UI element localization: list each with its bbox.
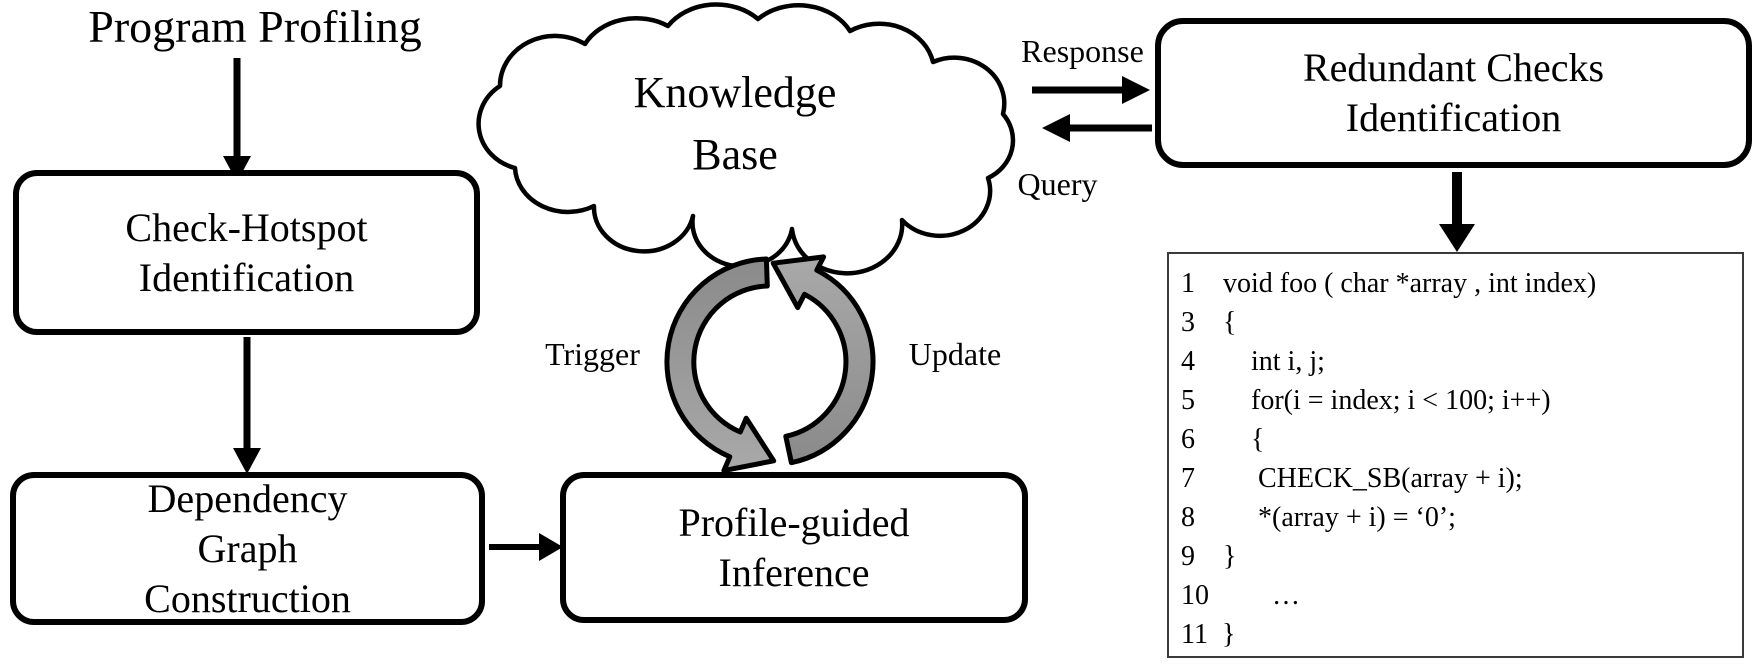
code-line: 10 …	[1181, 580, 1300, 611]
node-label-line: Construction	[144, 575, 351, 621]
code-line: 3 {	[1181, 307, 1237, 338]
node-check-hotspot-identification: Check-Hotspot Identification	[13, 170, 480, 335]
node-label-line: Profile-guided	[678, 499, 910, 545]
edge-label-response: Response	[1021, 33, 1144, 69]
arrow-redundant-to-code	[1439, 172, 1475, 252]
code-line: 11 }	[1181, 619, 1236, 650]
arrow-response	[1032, 76, 1150, 104]
code-line: 8 *(array + i) = ‘0’;	[1181, 502, 1456, 533]
node-label-line: Check-Hotspot	[125, 204, 368, 250]
code-line: 4 int i, j;	[1181, 346, 1325, 377]
arrow-dependency-to-inference	[489, 533, 563, 561]
node-profile-guided-inference: Profile-guided Inference	[560, 472, 1028, 623]
edge-label-trigger: Trigger	[545, 336, 640, 372]
node-label-line: Graph	[197, 525, 298, 571]
knowledge-base-label: Knowledge Base	[575, 62, 895, 186]
code-line: 1 void foo ( char *array , int index)	[1181, 268, 1597, 299]
arrow-profiling-to-checkhotspot	[223, 58, 251, 182]
node-label-line: Identification	[1345, 95, 1562, 140]
node-dependency-graph-construction: Dependency Graph Construction	[10, 472, 485, 625]
code-line: 7 CHECK_SB(array + i);	[1181, 463, 1523, 494]
node-label-line: Redundant Checks	[1302, 45, 1605, 90]
node-redundant-checks-identification: Redundant Checks Identification	[1155, 18, 1752, 168]
node-label-line: Identification	[138, 254, 355, 300]
edge-label-update: Update	[908, 336, 1002, 372]
arrow-checkhotspot-to-dependency	[233, 337, 261, 474]
cloud-line: Base	[692, 130, 778, 179]
cycle-arrow-trigger-icon	[664, 256, 777, 474]
arrow-query	[1042, 114, 1152, 142]
node-label-line: Inference	[718, 549, 870, 595]
edge-label-query: Query	[1017, 166, 1098, 202]
code-listing-panel: 1 void foo ( char *array , int index) 3 …	[1167, 252, 1744, 658]
page-title: Program Profiling	[88, 1, 422, 52]
cycle-arrow-update-icon	[770, 254, 876, 466]
code-line: 5 for(i = index; i < 100; i++)	[1181, 385, 1551, 416]
knowledge-base-cloud	[476, 2, 1016, 276]
cloud-line: Knowledge	[633, 68, 837, 117]
code-line: 6 {	[1181, 424, 1265, 455]
node-label-line: Dependency	[147, 475, 348, 521]
code-line: 9 }	[1181, 541, 1237, 572]
